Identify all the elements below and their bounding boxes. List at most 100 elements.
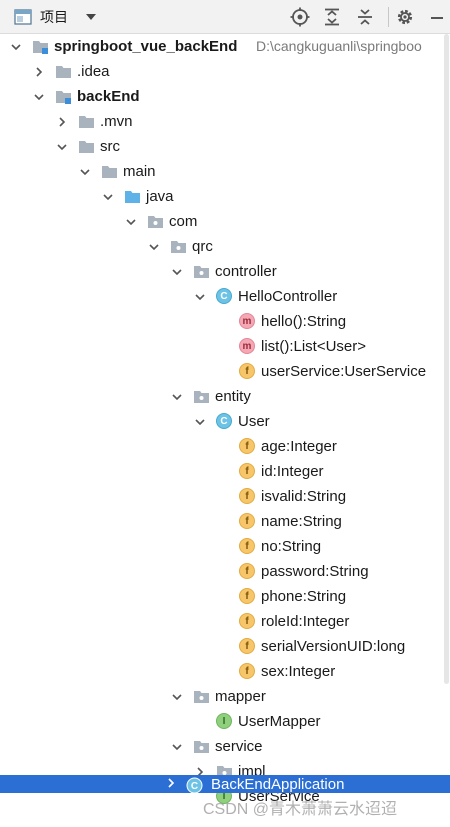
tree-item-label: name:String xyxy=(261,513,342,530)
tree-item-label: phone:String xyxy=(261,588,347,605)
locate-button[interactable] xyxy=(289,6,311,28)
tree-item[interactable]: qrc xyxy=(0,234,450,259)
tree-item[interactable]: com xyxy=(0,209,450,234)
field-icon: f xyxy=(239,588,255,604)
locate-icon xyxy=(290,7,310,27)
project-view-title: 项目 xyxy=(40,9,68,25)
collapse-all-button[interactable] xyxy=(354,6,376,28)
tree-item[interactable]: C User xyxy=(0,409,450,434)
settings-button[interactable] xyxy=(394,6,416,28)
chevron-down-icon[interactable] xyxy=(33,91,45,103)
tree-item-label: User xyxy=(238,413,270,430)
tree-item-label: .mvn xyxy=(100,113,133,130)
tree-item-label: id:Integer xyxy=(261,463,324,480)
package-icon xyxy=(148,216,163,228)
expand-all-button[interactable] xyxy=(321,6,343,28)
tree-item-label: roleId:Integer xyxy=(261,613,350,630)
module-path: D:\cangkuguanli\springboo xyxy=(256,38,422,54)
chevron-down-icon[interactable] xyxy=(148,241,160,253)
field-icon: f xyxy=(239,463,255,479)
chevron-down-icon[interactable] xyxy=(194,291,206,303)
tree-item-label: userService:UserService xyxy=(261,363,427,380)
collapse-all-icon xyxy=(358,9,372,25)
static-field-icon: f xyxy=(239,638,255,654)
tree-item-label: .idea xyxy=(77,63,110,80)
tree-item-selected[interactable]: C BackEndApplication xyxy=(0,775,450,793)
tree-item-label: main xyxy=(123,163,156,180)
tree-item[interactable]: mapper xyxy=(0,684,450,709)
tree-item[interactable]: service xyxy=(0,734,450,759)
tree-item[interactable]: entity xyxy=(0,384,450,409)
tree-item[interactable]: f id:Integer xyxy=(0,459,450,484)
tree-item[interactable]: controller xyxy=(0,259,450,284)
chevron-down-icon[interactable] xyxy=(56,141,68,153)
tree-item-label: isvalid:String xyxy=(261,488,347,505)
tree-item[interactable]: src xyxy=(0,134,450,159)
folder-icon xyxy=(56,66,71,78)
chevron-right-icon[interactable] xyxy=(194,766,206,778)
tree-item[interactable]: java xyxy=(0,184,450,209)
tree-item-label: list():List<User> xyxy=(261,338,367,355)
tree-item[interactable]: backEnd xyxy=(0,84,450,109)
chevron-down-icon[interactable] xyxy=(171,391,183,403)
class-icon: C xyxy=(216,413,232,429)
tree-scrollbar[interactable] xyxy=(444,34,449,684)
project-view-icon xyxy=(14,9,32,25)
tree-item[interactable]: f phone:String xyxy=(0,584,450,609)
watermark: CSDN @青木萧萧云水迢迢 xyxy=(203,801,398,818)
tree-item-label: UserMapper xyxy=(238,713,321,730)
interface-icon: I xyxy=(216,713,232,729)
chevron-down-icon[interactable] xyxy=(171,266,183,278)
expand-all-icon xyxy=(325,8,339,26)
chevron-down-icon[interactable] xyxy=(10,41,22,53)
module-folder-icon xyxy=(33,41,48,54)
chevron-down-icon[interactable] xyxy=(171,741,183,753)
chevron-down-icon[interactable] xyxy=(102,191,114,203)
field-icon: f xyxy=(239,488,255,504)
tree-item-label: controller xyxy=(215,263,277,280)
field-icon: f xyxy=(239,663,255,679)
folder-icon xyxy=(79,141,94,153)
field-icon: f xyxy=(239,363,255,379)
tree-item[interactable]: .mvn xyxy=(0,109,450,134)
chevron-down-icon[interactable] xyxy=(171,691,183,703)
project-toolbar: 项目 xyxy=(0,0,450,34)
chevron-right-icon[interactable] xyxy=(33,66,45,78)
tree-item-label: src xyxy=(100,138,120,155)
toolbar-separator xyxy=(388,7,389,27)
tree-item-label: BackEndApplication xyxy=(211,776,345,793)
tree-item[interactable]: main xyxy=(0,159,450,184)
tree-item[interactable]: I UserMapper xyxy=(0,709,450,734)
tree-item-label: com xyxy=(169,213,198,230)
svg-text:C: C xyxy=(191,781,198,792)
tree-item[interactable]: f isvalid:String xyxy=(0,484,450,509)
minimize-button[interactable] xyxy=(426,6,448,28)
package-icon xyxy=(194,266,209,278)
chevron-down-icon[interactable] xyxy=(79,166,91,178)
chevron-right-icon[interactable] xyxy=(165,777,177,789)
chevron-down-icon[interactable] xyxy=(84,10,98,24)
chevron-right-icon[interactable] xyxy=(56,116,68,128)
chevron-down-icon[interactable] xyxy=(125,216,137,228)
tree-item[interactable]: .idea xyxy=(0,59,450,84)
package-icon xyxy=(171,241,186,253)
package-icon xyxy=(194,741,209,753)
method-icon: m xyxy=(239,313,255,329)
tree-item-label: age:Integer xyxy=(261,438,337,455)
project-view-selector[interactable]: 项目 xyxy=(14,7,98,27)
tree-item[interactable]: f userService:UserService xyxy=(0,359,450,384)
tree-item-label: password:String xyxy=(261,563,369,580)
chevron-down-icon[interactable] xyxy=(194,416,206,428)
